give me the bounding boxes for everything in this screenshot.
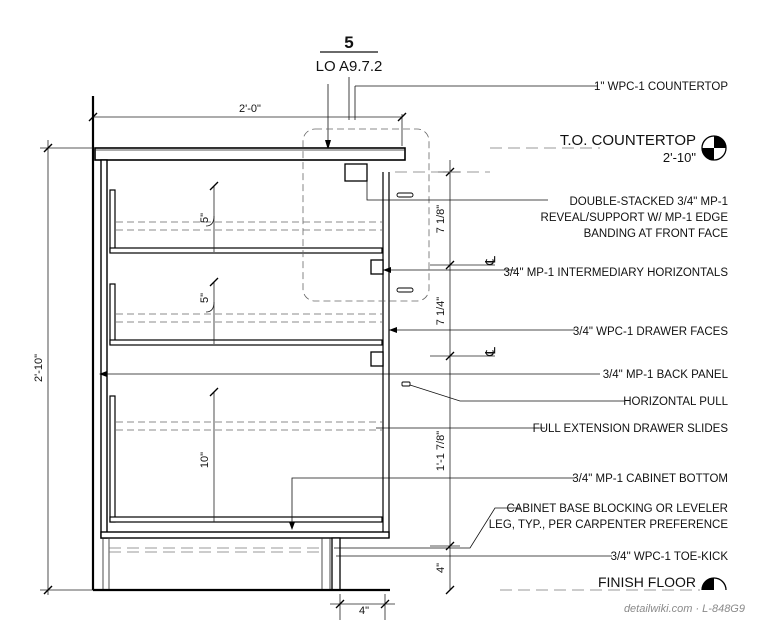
- callout-back-panel: 3/4" MP-1 BACK PANEL: [603, 369, 729, 381]
- toe-kick-height: 4": [435, 563, 447, 573]
- callout-support-line2: REVEAL/SUPPORT W/ MP-1 EDGE: [541, 212, 729, 224]
- drawer-3-height: 1'-1 7/8": [435, 431, 447, 471]
- drawer-2-height: 7 1/4": [435, 297, 447, 325]
- drawer-box-3: [109, 395, 383, 523]
- callout-blocking-line2: LEG, TYP., PER CARPENTER PREFERENCE: [489, 519, 729, 531]
- detail-number: 5: [344, 33, 353, 52]
- drawer-box-2: [109, 283, 383, 346]
- intermediary-horizontal-1: [370, 259, 384, 275]
- floor-level-icon: [701, 577, 727, 591]
- callout-support-line3: BANDING AT FRONT FACE: [584, 228, 729, 240]
- drawer-1-box-height: 5": [199, 213, 211, 223]
- callout-cabinet-bottom: 3/4" MP-1 CABINET BOTTOM: [572, 473, 728, 485]
- toe-kick: [331, 537, 341, 591]
- finish-floor-label: FINISH FLOOR: [598, 574, 696, 590]
- pull-1: [396, 192, 414, 198]
- detail-sheet-ref: LO A9.7.2: [316, 58, 383, 75]
- callout-pull: HORIZONTAL PULL: [623, 396, 728, 408]
- countertop-level-value: 2'-10": [663, 150, 697, 165]
- drawer-box-1: [109, 189, 383, 254]
- callout-support-line1: DOUBLE-STACKED 3/4" MP-1: [569, 196, 728, 208]
- enlargement-bubble: [302, 128, 430, 302]
- intermediary-horizontal-2: [370, 351, 384, 367]
- level-target-icon: [701, 135, 727, 161]
- reveal-support-block: [344, 163, 368, 182]
- callout-countertop: 1" WPC-1 COUNTERTOP: [594, 81, 728, 93]
- callout-slides: FULL EXTENSION DRAWER SLIDES: [533, 423, 729, 435]
- overall-height: 2'-10": [33, 354, 45, 382]
- pull-3: [401, 381, 411, 387]
- back-panel: [100, 159, 108, 539]
- callout-horizontals: 3/4" MP-1 INTERMEDIARY HORIZONTALS: [503, 267, 728, 279]
- depth-dimension: 2'-0": [239, 103, 261, 115]
- centerline-symbol-1: ℄: [482, 256, 498, 266]
- drawer-1-height: 7 1/8": [435, 205, 447, 233]
- callout-drawer-faces: 3/4" WPC-1 DRAWER FACES: [573, 326, 728, 338]
- toe-kick-depth: 4": [359, 605, 369, 617]
- drawer-3-box-height: 10": [199, 452, 211, 468]
- pull-2: [396, 287, 414, 293]
- countertop-level-label: T.O. COUNTERTOP: [560, 132, 696, 149]
- countertop: [94, 147, 406, 161]
- drawer-2-box-height: 5": [199, 293, 211, 303]
- watermark: detailwiki.com · L-848G9: [624, 603, 745, 615]
- callout-blocking-line1: CABINET BASE BLOCKING OR LEVELER: [506, 503, 728, 515]
- centerline-symbol-2: ℄: [482, 347, 498, 357]
- callout-toe-kick: 3/4" WPC-1 TOE-KICK: [611, 551, 729, 563]
- cabinet-bottom: [100, 531, 390, 539]
